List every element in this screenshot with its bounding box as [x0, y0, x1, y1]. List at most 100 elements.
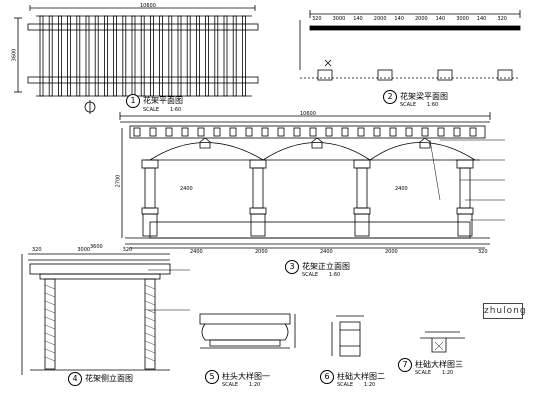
column-hatch — [144, 284, 156, 290]
beam-end — [213, 127, 221, 137]
column-hatch — [44, 292, 56, 298]
plan-top-dim: 10600 — [140, 3, 156, 9]
detail-three — [420, 331, 465, 353]
column-hatch — [44, 340, 56, 346]
detail3-scale-word: SCALE — [415, 370, 432, 376]
beam-end — [373, 127, 381, 137]
beam-end — [309, 127, 317, 137]
column-hatch — [144, 348, 156, 354]
column-base — [141, 207, 159, 215]
beam-end — [149, 127, 157, 137]
joist — [94, 15, 99, 97]
elevation-title: 花架正立面图 — [302, 262, 350, 271]
elevation-scale-word: SCALE — [302, 272, 319, 278]
elev-mid-dim-1: 2400 — [180, 186, 193, 192]
joist — [205, 15, 210, 97]
dim-label: 140 — [435, 16, 446, 22]
column-cap — [249, 159, 267, 169]
detail3-number: 7 — [398, 358, 412, 372]
joist — [159, 15, 164, 97]
beam-plan-scale-word: SCALE — [400, 102, 417, 108]
joist — [122, 15, 127, 97]
beam-end — [277, 127, 285, 137]
dim-label: 320 — [32, 247, 42, 253]
joist — [223, 15, 228, 97]
column-shaft — [356, 167, 368, 209]
dim-label: 2400 — [320, 249, 333, 255]
beam-end — [197, 127, 205, 137]
beam-end — [261, 127, 269, 137]
side-total-dim: 3600 — [90, 244, 103, 250]
dim-label: 2000 — [415, 16, 428, 22]
column-shaft — [144, 167, 156, 209]
beam-end — [437, 127, 445, 137]
plan-scale-word: SCALE — [143, 107, 160, 113]
column-hatch — [144, 340, 156, 346]
joist — [177, 15, 182, 97]
elev-mid-dim-2: 2400 — [395, 186, 408, 192]
beam-end — [421, 127, 429, 137]
side-elevation — [21, 253, 190, 375]
detail1-scale: 1:20 — [249, 382, 261, 388]
joist — [67, 15, 71, 97]
elevation-scale: 1:60 — [329, 272, 341, 278]
watermark-logo: zhulong — [483, 303, 526, 319]
beam-end — [453, 127, 461, 137]
detail1-number: 5 — [205, 370, 219, 384]
detail-one — [199, 313, 296, 349]
beam-end — [133, 127, 141, 137]
column-base — [353, 207, 371, 215]
dim-label: 140 — [353, 16, 363, 22]
column-hatch — [44, 348, 56, 354]
beam-end — [245, 127, 253, 137]
beam-end — [405, 127, 413, 137]
dim-label: 140 — [394, 16, 404, 22]
detail2-scale-word: SCALE — [337, 382, 354, 388]
joist — [195, 15, 200, 97]
detail3-title: 柱础大样图三 — [415, 360, 463, 369]
beam-end — [469, 127, 477, 137]
detail2-scale: 1:20 — [364, 382, 376, 388]
front-elevation — [119, 112, 505, 249]
joist — [214, 15, 219, 97]
plan-view — [14, 5, 259, 114]
dim-label: 3000 — [456, 16, 469, 22]
beam-plan-number: 2 — [383, 90, 397, 104]
joist — [232, 15, 237, 97]
beam-plan-title: 花架梁平面图 — [400, 92, 448, 101]
detail3-scale: 1:20 — [442, 370, 454, 376]
dim-label: 3000 — [332, 16, 346, 22]
joist — [140, 15, 145, 97]
joist — [113, 15, 117, 97]
beam-plan-scale: 1:60 — [427, 102, 439, 108]
joist — [149, 15, 154, 97]
column-cap — [141, 159, 159, 169]
column-hatch — [44, 316, 56, 322]
column-hatch — [44, 356, 56, 362]
side-column — [44, 278, 56, 370]
plan-number: 1 — [126, 94, 140, 108]
detail1-scale-word: SCALE — [222, 382, 239, 388]
detail2-title: 柱础大样图二 — [337, 372, 385, 381]
joist — [186, 15, 191, 97]
column-cap — [353, 159, 371, 169]
column-shaft — [459, 167, 471, 209]
beam-end — [325, 127, 333, 137]
elev-top-dim: 10600 — [300, 111, 316, 117]
dim-label: 140 — [476, 16, 487, 22]
elev-height-dim: 2700 — [115, 174, 122, 188]
column-shaft — [252, 167, 264, 209]
beam-end — [181, 127, 189, 137]
joist — [168, 15, 173, 97]
beam-end — [389, 127, 397, 137]
joist — [58, 15, 62, 97]
side-columns — [44, 278, 156, 370]
joist-group — [39, 15, 246, 97]
column-cap — [456, 159, 474, 169]
column-hatch — [144, 300, 156, 306]
dim-label: 2400 — [190, 249, 203, 255]
joist — [85, 15, 90, 97]
dim-label: 2000 — [373, 16, 387, 22]
joist — [48, 15, 53, 97]
